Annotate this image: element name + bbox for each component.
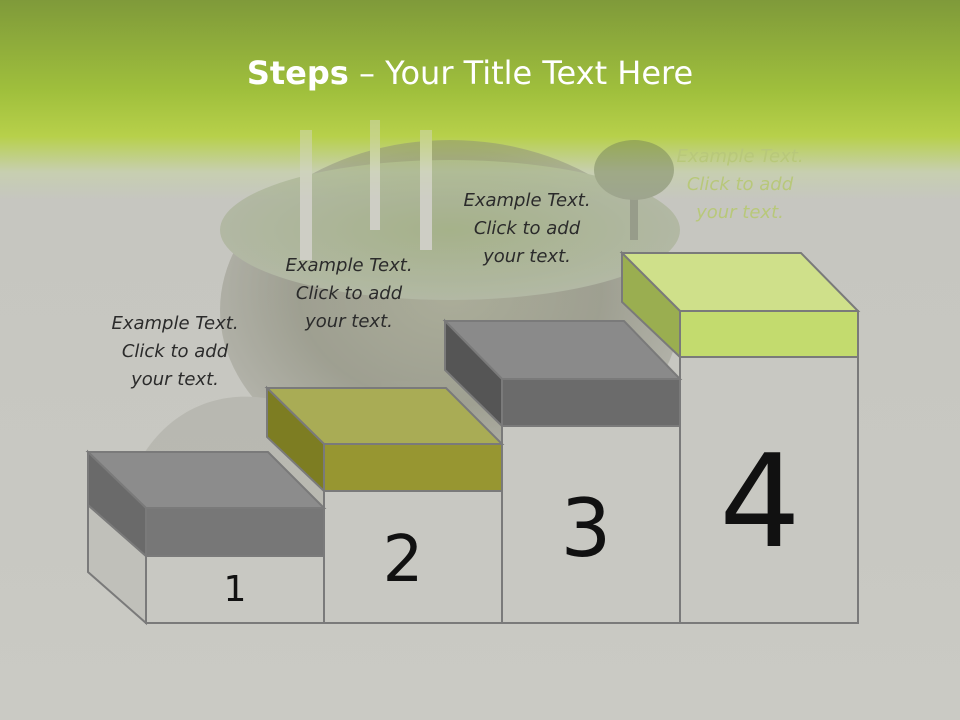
step-3-block[interactable] — [442, 318, 683, 429]
step-2-block[interactable] — [264, 385, 505, 494]
step-3-number: 3 — [560, 482, 612, 575]
step-2-label[interactable]: Example Text. Click to add your text. — [285, 255, 413, 332]
step-2-column — [323, 490, 503, 624]
step-4-column — [679, 356, 859, 624]
step-1-number: 1 — [223, 569, 247, 610]
step-4-number: 4 — [719, 428, 801, 577]
step-1-label[interactable]: Example Text. Click to add your text. — [111, 313, 239, 390]
step-4-block[interactable] — [619, 250, 861, 360]
step-3-label[interactable]: Example Text. Click to add your text. — [463, 190, 591, 267]
step-1-block[interactable] — [85, 449, 327, 559]
title-bold: Steps — [246, 54, 349, 92]
step-4-label[interactable]: Example Text. Click to add your text. — [676, 146, 804, 223]
step-1-column — [145, 555, 325, 624]
step-2-number: 2 — [382, 523, 424, 597]
title-rest: – Your Title Text Here — [348, 54, 694, 92]
slide-title[interactable]: Steps – Your Title Text Here — [0, 54, 940, 92]
